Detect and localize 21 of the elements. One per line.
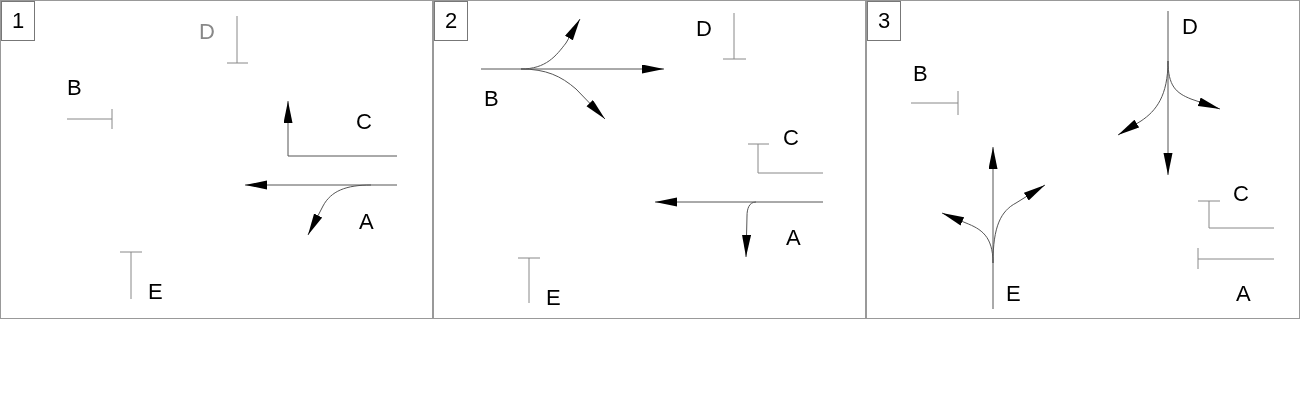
phase-panel (0, 0, 433, 319)
phase-panel (433, 0, 866, 319)
approach-label: C (783, 127, 799, 149)
approach-label: C (356, 111, 372, 133)
approach-label: D (1182, 16, 1198, 38)
approach-label: A (359, 211, 374, 233)
approach-label: A (1236, 283, 1251, 305)
approach-label: B (67, 77, 82, 99)
approach-label: E (148, 281, 163, 303)
approach-label: A (786, 227, 801, 249)
phase-panel (866, 0, 1300, 319)
approach-label: B (484, 88, 499, 110)
approach-label: E (546, 287, 561, 309)
approach-label: D (696, 18, 712, 40)
phase-number: 3 (867, 1, 901, 41)
approach-label: E (1006, 283, 1021, 305)
phase-number: 1 (1, 1, 35, 41)
approach-label: C (1233, 183, 1249, 205)
approach-label: D (199, 21, 215, 43)
approach-label: B (913, 63, 928, 85)
phase-number: 2 (434, 1, 468, 41)
